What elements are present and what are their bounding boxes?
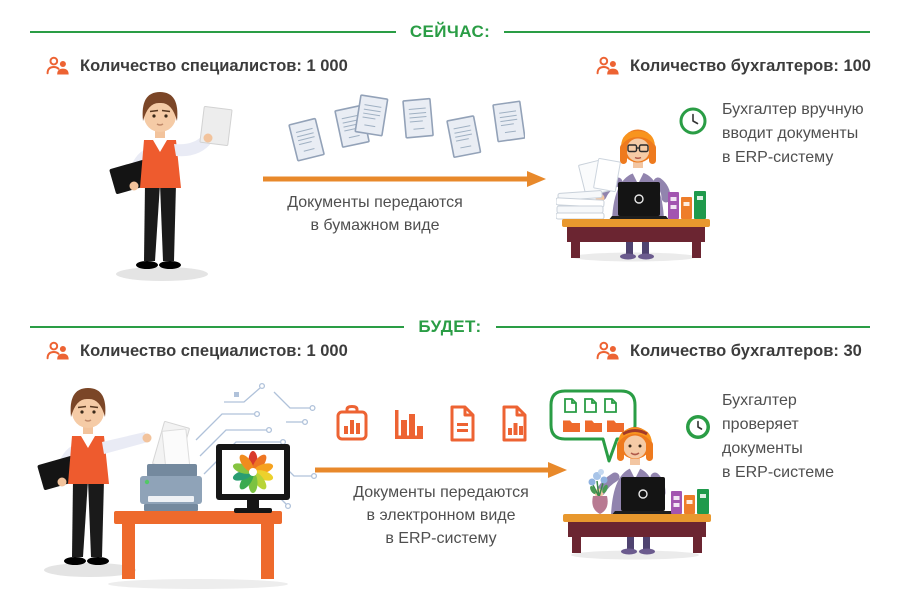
stat-label: Количество специалистов: 1 000 [80,56,348,75]
header-rule-left [30,31,396,33]
binders [671,489,709,514]
flow-caption-now: Документы передаются в бумажном виде [287,194,463,234]
bar-chart-icon [395,410,423,439]
stat-specialists-future: Количество специалистов: 1 000 [46,341,348,361]
stat-label: Количество специалистов: 1 000 [80,341,348,360]
monitor [216,444,290,513]
circuit-pattern [195,382,318,510]
electronic-doc-icons [334,404,530,444]
folder-icon [37,456,79,490]
desk [562,219,710,258]
accountant-workspace-now [556,107,710,262]
stat-accountants-future: Количество бухгалтеров: 30 [596,341,862,361]
flower-vase [588,469,608,514]
specialist-character [109,92,233,281]
people-icon [596,341,619,360]
people-icon [46,341,69,360]
stat-accountants-now: Количество бухгалтеров: 100 [596,56,871,76]
people-icon [596,56,619,75]
flow-arrow [263,171,546,187]
section-now-header: СЕЙЧАС: [30,22,870,42]
header-rule-right [495,326,870,328]
people-icon [46,56,69,75]
document-chart-icon [502,405,527,442]
flow-arrow [315,462,567,478]
glasses-icon [622,429,648,436]
stat-label: Количество бухгалтеров: 30 [630,341,862,360]
erp-logo-icon [232,451,274,493]
clipboard-chart-icon [336,404,368,441]
legs [620,242,654,260]
specialist-character [37,388,152,577]
result-caption-now: Бухгалтер вручную вводит документы в ERP… [722,101,864,166]
folder-icon [109,160,151,194]
binders [668,191,706,219]
section-now-title: СЕЙЧАС: [409,22,491,41]
paper-stack [556,157,621,220]
paper-documents [288,94,525,162]
flow-caption-future: Документы передаются в электронном виде … [353,484,529,547]
clock-icon [679,107,707,135]
result-caption-future: Бухгалтер проверяет документы в ERP-сист… [722,392,835,481]
section-future-header: БУДЕТ: [30,317,870,337]
header-rule-left [30,326,405,328]
digitization-scene [37,382,318,589]
stat-specialists-now: Количество специалистов: 1 000 [46,56,348,76]
stat-label: Количество бухгалтеров: 100 [630,56,871,75]
desk [563,514,711,553]
scanner-printer [140,421,202,511]
clock-icon [686,415,710,439]
document-icons [564,398,617,413]
legs [621,537,655,555]
folder-icons [563,420,624,432]
document-text-icon [450,405,475,442]
accountant-workspace-future [549,389,711,560]
section-future-title: БУДЕТ: [418,317,482,336]
header-rule-right [504,31,870,33]
office-table [114,511,282,579]
speech-bubble [549,389,637,463]
